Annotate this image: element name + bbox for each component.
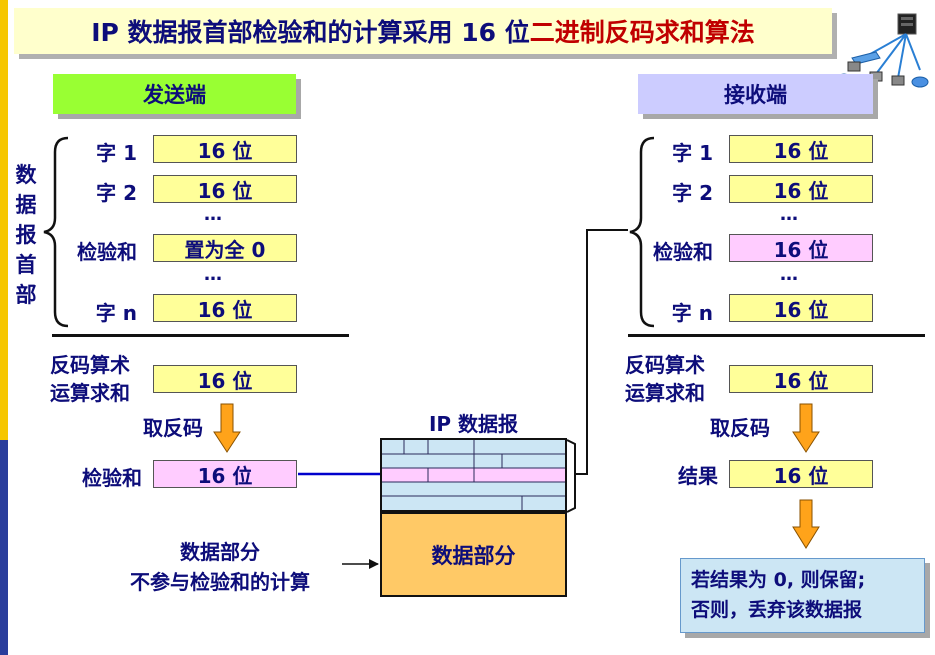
receiver-ellipsis-2: … <box>780 264 798 285</box>
receiver-word2-field: 16 位 <box>729 175 873 203</box>
result-decision-note: 若结果为 0, 则保留; 否则，丢弃该数据报 <box>680 558 925 633</box>
receiver-checksum-field: 16 位 <box>729 234 873 262</box>
receiver-word2-label: 字 2 <box>672 181 713 205</box>
receiver-checksum-row-label: 检验和 <box>653 240 713 264</box>
title-main: IP 数据报首部检验和的计算采用 16 位 <box>91 18 530 47</box>
receiver-sum-label: 反码算术 运算求和 <box>625 353 705 405</box>
sender-checksum-label: 检验和 <box>82 466 142 490</box>
title-highlight: 二进制反码求和算法 <box>529 18 755 47</box>
sender-invert-label: 取反码 <box>143 416 203 440</box>
data-part-note: 数据部分 不参与检验和的计算 <box>130 540 310 594</box>
side-stripe-blue <box>0 440 8 655</box>
sender-invert-arrow <box>213 403 241 453</box>
sender-checksum-field: 置为全 0 <box>153 234 297 262</box>
network-topology-icon <box>837 13 929 88</box>
receiver-sum-rule <box>628 334 925 337</box>
receiver-result-label: 结果 <box>678 464 718 488</box>
receiver-sum-field: 16 位 <box>729 365 873 393</box>
sender-sum-rule <box>52 334 349 337</box>
sender-brace <box>43 136 69 328</box>
receiver-invert-arrow <box>792 403 820 453</box>
datagram-to-receiver-line <box>575 229 628 475</box>
sender-word2-label: 字 2 <box>96 181 137 205</box>
sender-word1-field: 16 位 <box>153 135 297 163</box>
receiver-wordn-label: 字 n <box>671 301 713 325</box>
sender-ellipsis-1: … <box>204 204 222 225</box>
sender-sum-label: 反码算术 运算求和 <box>50 353 130 405</box>
sender-ellipsis-2: … <box>204 264 222 285</box>
receiver-word1-label: 字 1 <box>672 141 713 165</box>
sender-word2-field: 16 位 <box>153 175 297 203</box>
receiver-word1-field: 16 位 <box>729 135 873 163</box>
receiver-result-field: 16 位 <box>729 460 873 488</box>
sender-wordn-label: 字 n <box>95 301 137 325</box>
datagram-data-part: 数据部分 <box>380 512 567 597</box>
sender-wordn-field: 16 位 <box>153 294 297 322</box>
receiver-brace <box>629 136 655 328</box>
sender-word1-label: 字 1 <box>96 141 137 165</box>
receiver-invert-label: 取反码 <box>710 416 770 440</box>
datagram-caption: IP 数据报 <box>428 412 519 436</box>
ip-header-table <box>380 438 567 512</box>
sender-sum-field: 16 位 <box>153 365 297 393</box>
receiver-wordn-field: 16 位 <box>729 294 873 322</box>
receiver-header: 接收端 <box>638 74 873 114</box>
datagram-header-vertical-label: 数 据 报 首 部 <box>15 163 37 307</box>
sender-checksum-row-label: 检验和 <box>77 240 137 264</box>
sender-checksum-result-field: 16 位 <box>153 460 297 488</box>
sender-header: 发送端 <box>53 74 296 114</box>
page-title: IP 数据报首部检验和的计算采用 16 位二进制反码求和算法 <box>14 8 832 54</box>
receiver-ellipsis-1: … <box>780 204 798 225</box>
receiver-result-arrow <box>792 499 820 549</box>
datagram-header-bracket <box>566 439 576 513</box>
side-stripe-yellow <box>0 0 8 440</box>
